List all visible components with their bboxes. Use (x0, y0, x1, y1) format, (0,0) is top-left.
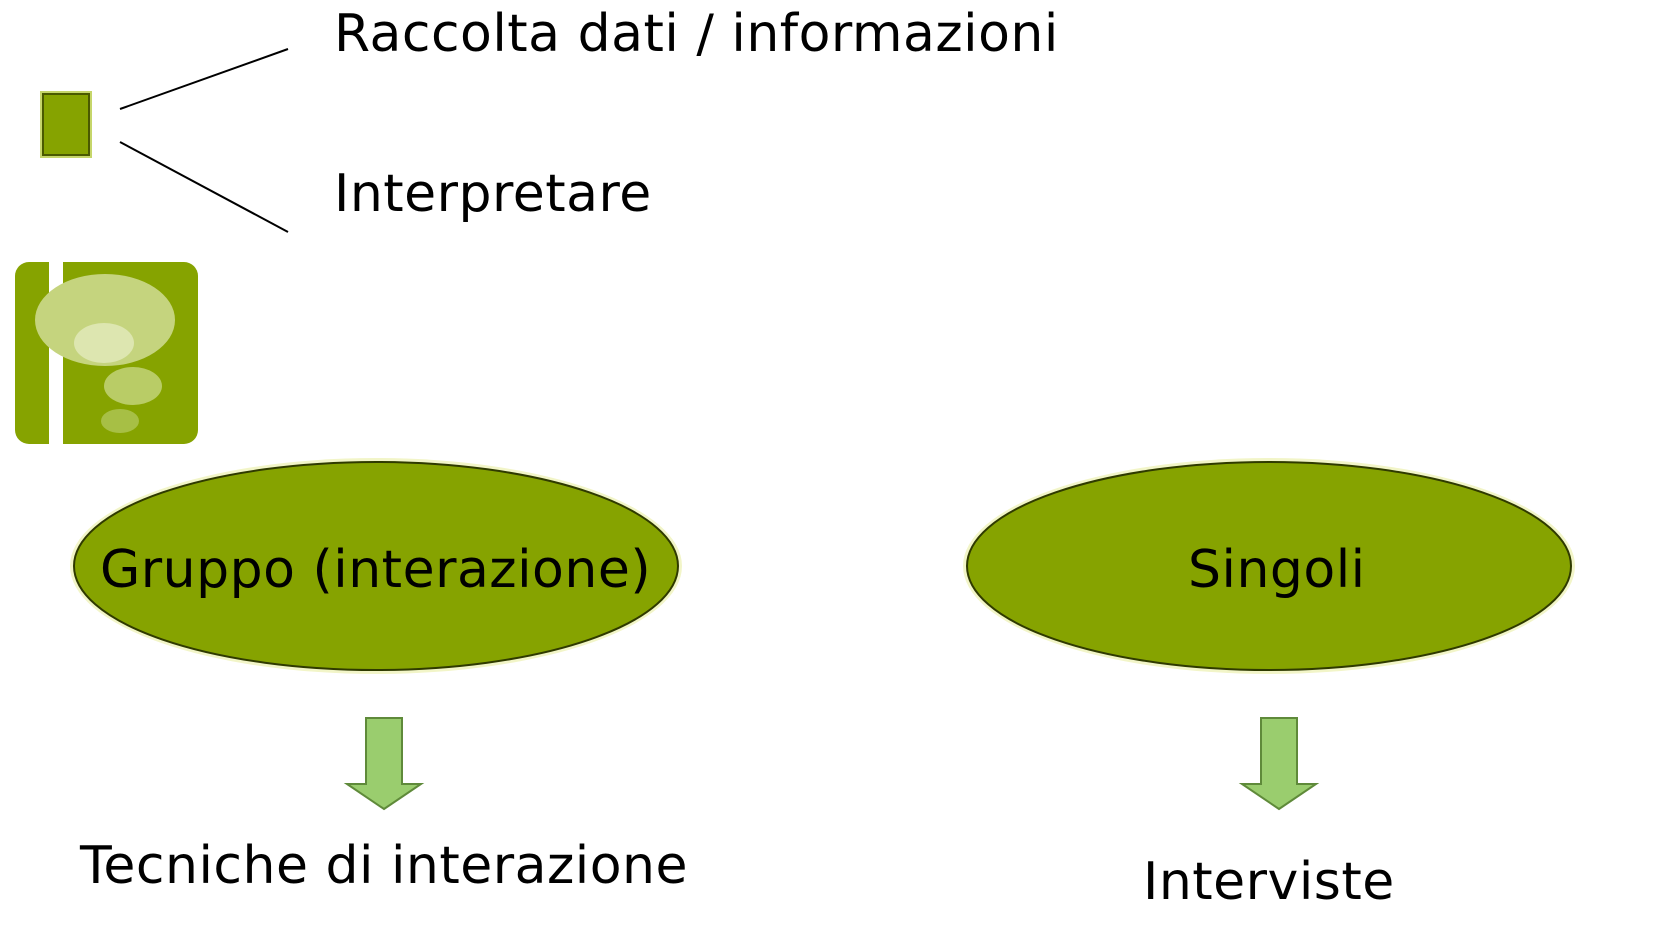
arrow-down-icon (1238, 717, 1320, 811)
thought-bubble-logo-icon (15, 258, 198, 448)
branch-label-top: Raccolta dati / informazioni (334, 4, 1059, 64)
ellipse-singoli (963, 458, 1575, 674)
branch-line-bottom (119, 141, 289, 233)
arrow-down-icon (343, 717, 425, 811)
square-bullet-icon (40, 91, 92, 158)
result-label-group: Tecniche di interazione (80, 836, 689, 896)
ellipse-group (70, 458, 682, 674)
branch-line-top (119, 48, 289, 110)
branch-label-bottom: Interpretare (334, 164, 652, 224)
result-label-singoli: Interviste (1143, 852, 1395, 912)
ellipse-label-singoli: Singoli (1188, 540, 1366, 600)
ellipse-label-group: Gruppo (interazione) (100, 540, 652, 600)
